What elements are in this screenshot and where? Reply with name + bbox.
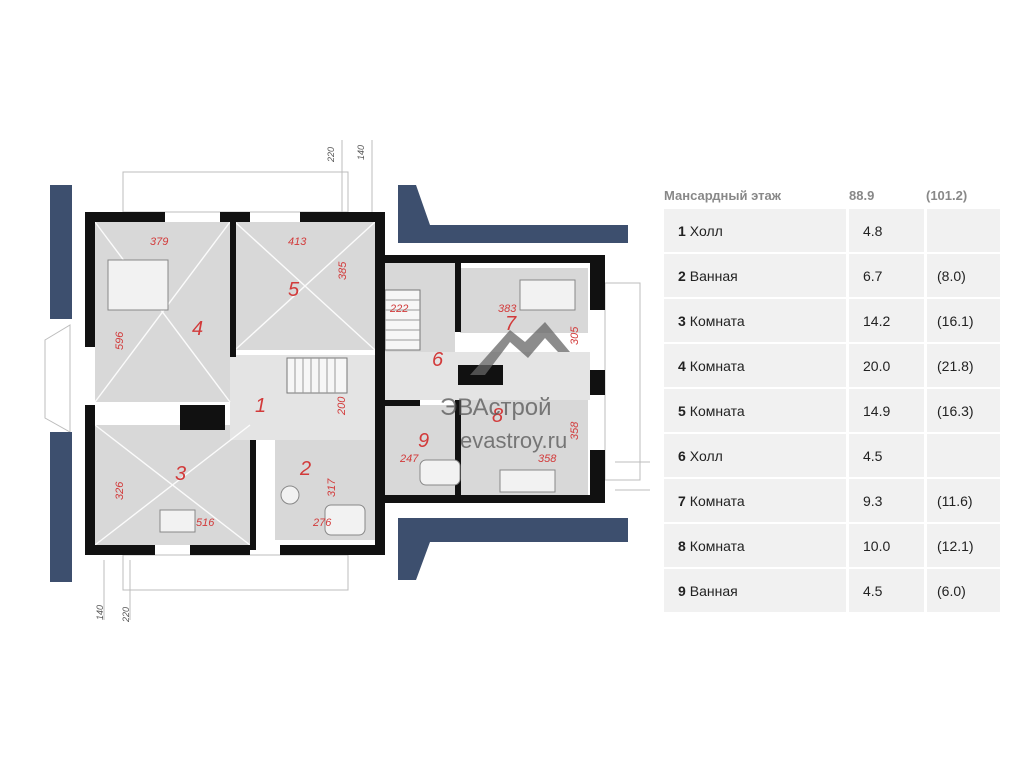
room-number: 9 [678, 582, 686, 599]
room-total-cell: (16.3) [927, 389, 1000, 432]
watermark: ЭВАстрой evastroy.ru [440, 322, 570, 453]
dim-326: 326 [114, 481, 126, 500]
room-name: Комната [689, 402, 745, 419]
watermark-brand: ЭВАстрой [440, 394, 552, 421]
room-total-cell: (16.1) [927, 299, 1000, 342]
dim-385: 385 [337, 261, 349, 280]
room-total-cell: (12.1) [927, 524, 1000, 567]
room-area-cell: 4.5 [849, 434, 924, 477]
room-area-cell: 14.9 [849, 389, 924, 432]
room-number-1: 1 [255, 395, 266, 417]
dim-596: 596 [114, 331, 126, 350]
room-name: Комната [689, 357, 745, 374]
outer-dim-140-bottom: 140 [95, 605, 105, 620]
watermark-site: evastroy.ru [460, 428, 567, 453]
outer-dim-220-bottom: 220 [121, 607, 131, 623]
dim-516: 516 [196, 517, 215, 529]
room-area-cell: 4.5 [849, 569, 924, 612]
room-total-cell: (11.6) [927, 479, 1000, 522]
room-number: 4 [678, 357, 686, 374]
room-total-cell [927, 209, 1000, 252]
room-number-9: 9 [418, 430, 429, 452]
dim-413: 413 [288, 236, 307, 248]
room-area-cell: 9.3 [849, 479, 924, 522]
dim-358-b: 358 [569, 421, 581, 440]
room-number: 5 [678, 402, 686, 419]
dim-379: 379 [150, 236, 168, 248]
room-name: Комната [689, 312, 745, 329]
room-number-2: 2 [299, 458, 311, 480]
area-table-header: Мансардный этаж 88.9 (101.2) [664, 183, 1004, 207]
room-area-cell: 14.2 [849, 299, 924, 342]
header-area: 88.9 [849, 187, 875, 203]
house-logo-icon [470, 322, 570, 375]
room-total-cell: (6.0) [927, 569, 1000, 612]
header-total: (101.2) [926, 187, 968, 203]
room-area-cell: 6.7 [849, 254, 924, 297]
header-floor-name: Мансардный этаж [664, 187, 781, 203]
room-name: Комната [689, 492, 745, 509]
room-name: Холл [689, 222, 723, 239]
room-name: Ванная [689, 582, 738, 599]
room-number: 1 [678, 222, 686, 239]
dim-305: 305 [569, 326, 581, 345]
room-area-cell: 4.8 [849, 209, 924, 252]
room-total-cell: (21.8) [927, 344, 1000, 387]
room-area-cell: 20.0 [849, 344, 924, 387]
room-number-5: 5 [288, 279, 300, 301]
floor-plan: 1 2 3 4 5 6 7 8 9 379 413 385 596 222 38… [44, 140, 650, 623]
room-number: 2 [678, 267, 686, 284]
room-number-8: 8 [492, 405, 503, 427]
dim-222: 222 [389, 303, 408, 315]
outer-dim-220-top: 220 [326, 147, 336, 163]
room-total-cell: (8.0) [927, 254, 1000, 297]
room-number-6: 6 [432, 349, 444, 371]
room-name: Ванная [689, 267, 738, 284]
dim-358-a: 358 [538, 453, 557, 465]
dim-247: 247 [399, 453, 419, 465]
room-number: 7 [678, 492, 686, 509]
room-total-cell [927, 434, 1000, 477]
room-name: Комната [689, 537, 745, 554]
dim-200: 200 [336, 396, 348, 416]
dim-317: 317 [326, 478, 338, 497]
room-number-7: 7 [505, 313, 517, 335]
dim-276: 276 [312, 517, 332, 529]
room-area-cell: 10.0 [849, 524, 924, 567]
room-number: 6 [678, 447, 686, 464]
dim-383: 383 [498, 303, 517, 315]
outer-dim-140-top: 140 [356, 145, 366, 160]
room-number: 8 [678, 537, 686, 554]
room-number: 3 [678, 312, 686, 329]
room-number-4: 4 [192, 318, 203, 340]
room-name: Холл [689, 447, 723, 464]
room-number-3: 3 [175, 463, 186, 485]
